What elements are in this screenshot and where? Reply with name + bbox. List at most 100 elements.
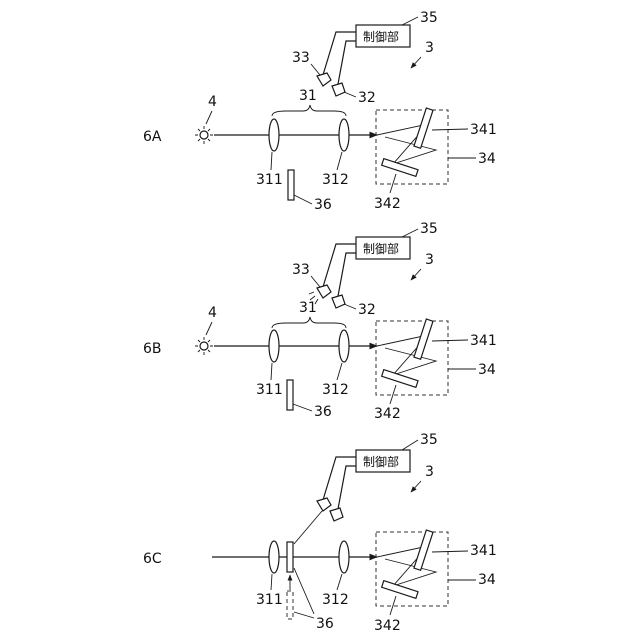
arrow-3 bbox=[411, 481, 421, 492]
arrow-3 bbox=[411, 269, 421, 280]
shutter-36-retracted bbox=[287, 591, 293, 619]
label-312: 312 bbox=[322, 592, 349, 608]
emitter-33-icon bbox=[317, 498, 331, 511]
label-35: 35 bbox=[420, 432, 438, 448]
leader-36 bbox=[293, 404, 312, 411]
panel-label: 6B bbox=[143, 341, 162, 357]
label-35: 35 bbox=[420, 221, 438, 237]
emitter-beam bbox=[294, 511, 322, 544]
leader-312 bbox=[337, 574, 342, 590]
lens-312 bbox=[339, 541, 349, 573]
leader-311 bbox=[271, 363, 272, 380]
leader-312 bbox=[337, 363, 342, 380]
lens-312 bbox=[339, 330, 349, 362]
leader-341 bbox=[432, 551, 468, 552]
label-34: 34 bbox=[478, 151, 496, 167]
leader-36 bbox=[294, 195, 312, 204]
label-36: 36 bbox=[316, 616, 334, 632]
shutter-36 bbox=[288, 170, 294, 200]
panel-label: 6A bbox=[143, 129, 162, 145]
brace-31 bbox=[272, 105, 346, 116]
grating-342 bbox=[382, 370, 418, 388]
lens-311 bbox=[269, 541, 279, 573]
label-35: 35 bbox=[420, 10, 438, 26]
leader-35 bbox=[402, 17, 418, 25]
label-31: 31 bbox=[299, 88, 317, 104]
shutter-36 bbox=[287, 380, 293, 410]
arrow-3 bbox=[411, 57, 421, 68]
label-3: 3 bbox=[425, 252, 434, 268]
cable-33 bbox=[323, 457, 356, 500]
leader-33 bbox=[311, 64, 320, 75]
cable-33 bbox=[323, 244, 356, 287]
label-36: 36 bbox=[314, 197, 332, 213]
leader-35 bbox=[402, 229, 418, 237]
leader-32 bbox=[344, 304, 356, 309]
cable-33 bbox=[323, 32, 356, 75]
grating-342 bbox=[382, 159, 418, 177]
receiver-32-icon bbox=[332, 295, 345, 308]
receiver-32-icon bbox=[330, 508, 343, 521]
brace-31 bbox=[272, 317, 346, 328]
label-341: 341 bbox=[470, 543, 497, 559]
leader-4 bbox=[206, 322, 212, 335]
leader-4 bbox=[206, 111, 212, 124]
label-342: 342 bbox=[374, 406, 401, 422]
leader-36a bbox=[294, 568, 314, 614]
label-33: 33 bbox=[292, 262, 310, 278]
shutter-36 bbox=[287, 542, 293, 572]
cable-32 bbox=[338, 466, 356, 509]
panel-6a: 6A 4 31 36 311 312 341 34 342 bbox=[143, 10, 497, 213]
label-312: 312 bbox=[322, 172, 349, 188]
mirror-341 bbox=[414, 530, 433, 570]
panel-6c: 6C 36 311 312 341 34 342 制御部 35 bbox=[143, 432, 497, 634]
label-4: 4 bbox=[208, 94, 217, 110]
label-3: 3 bbox=[425, 464, 434, 480]
label-32: 32 bbox=[358, 90, 376, 106]
leader-341 bbox=[432, 340, 468, 341]
leader-33 bbox=[311, 276, 320, 287]
light-source-icon bbox=[195, 126, 213, 144]
label-342: 342 bbox=[374, 196, 401, 212]
leader-311 bbox=[271, 152, 272, 170]
label-311: 311 bbox=[256, 172, 283, 188]
label-311: 311 bbox=[256, 382, 283, 398]
label-3: 3 bbox=[425, 40, 434, 56]
panel-6b: 6B 4 31 36 311 312 341 34 342 制御部 35 bbox=[143, 221, 497, 422]
controller-label: 制御部 bbox=[363, 241, 399, 256]
label-4: 4 bbox=[208, 305, 217, 321]
mirror-341 bbox=[414, 108, 433, 148]
emitter-33-icon bbox=[317, 73, 331, 86]
lens-311 bbox=[269, 330, 279, 362]
lens-312 bbox=[339, 119, 349, 151]
label-33: 33 bbox=[292, 50, 310, 66]
controller-label: 制御部 bbox=[363, 29, 399, 44]
leader-311 bbox=[271, 574, 272, 590]
leader-32 bbox=[344, 92, 356, 97]
receiver-32-icon bbox=[332, 83, 345, 96]
cable-32 bbox=[338, 41, 356, 84]
label-312: 312 bbox=[322, 382, 349, 398]
mirror-341 bbox=[414, 319, 433, 359]
label-341: 341 bbox=[470, 122, 497, 138]
controller-label: 制御部 bbox=[363, 454, 399, 469]
leader-312 bbox=[337, 152, 342, 170]
cable-32 bbox=[338, 253, 356, 296]
label-341: 341 bbox=[470, 333, 497, 349]
label-36: 36 bbox=[314, 404, 332, 420]
label-34: 34 bbox=[478, 362, 496, 378]
light-source-icon bbox=[195, 337, 213, 355]
label-34: 34 bbox=[478, 572, 496, 588]
label-32: 32 bbox=[358, 302, 376, 318]
leader-36b bbox=[294, 612, 314, 618]
emitter-33-icon bbox=[317, 285, 331, 298]
lens-311 bbox=[269, 119, 279, 151]
label-342: 342 bbox=[374, 618, 401, 634]
leader-341 bbox=[432, 129, 468, 130]
label-311: 311 bbox=[256, 592, 283, 608]
grating-342 bbox=[382, 581, 418, 599]
leader-35 bbox=[402, 440, 418, 450]
panel-label: 6C bbox=[143, 551, 162, 567]
label-31: 31 bbox=[299, 300, 317, 316]
